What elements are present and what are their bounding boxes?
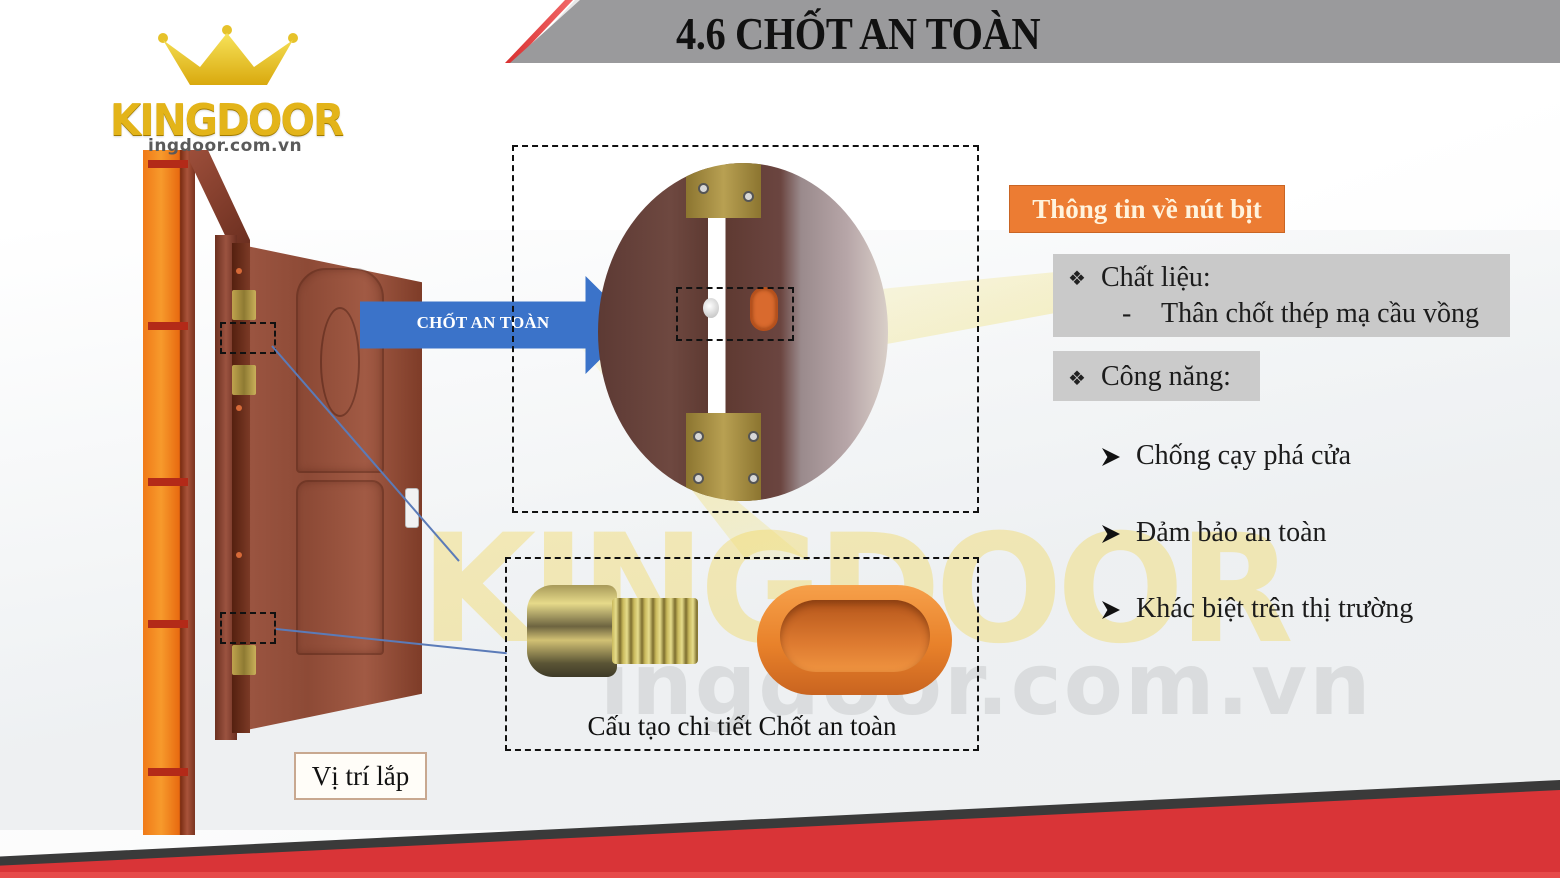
orange-seal-cap-inner [780, 600, 930, 672]
position-label: Vị trí lắp [294, 752, 427, 800]
watermark-url: ingdoor.com.vn [600, 635, 1373, 735]
callout-label: CHỐT AN TOÀN [416, 313, 550, 332]
frame-rib [148, 768, 188, 776]
door-panel-bottom [296, 480, 384, 655]
function-item: Đảm bảo an toàn [1136, 517, 1327, 548]
hinge-icon [232, 645, 256, 675]
zoom-detail-circle [598, 163, 888, 501]
pin-hole [236, 405, 242, 411]
material-section [1053, 254, 1510, 337]
function-item: Chống cạy phá cửa [1136, 440, 1351, 471]
diamond-bullet-icon: ❖ [1068, 266, 1086, 290]
function-label: Công năng: [1101, 361, 1231, 392]
page-title: 4.6 CHỐT AN TOÀN [676, 8, 1041, 59]
door-oval-ornament [320, 307, 360, 417]
safety-pin-bolt-thread [612, 598, 698, 664]
screw-icon [748, 473, 759, 484]
hinge-icon [232, 290, 256, 320]
pin-detail-marker [676, 287, 794, 341]
frame-rib [148, 478, 188, 486]
dash-bullet: - [1122, 298, 1132, 329]
pin-hole [236, 268, 242, 274]
screw-icon [698, 183, 709, 194]
material-label: Chất liệu: [1101, 262, 1211, 293]
logo-brand: KINGDOOR [110, 95, 344, 146]
parts-caption: Cấu tạo chi tiết Chốt an toàn [587, 711, 897, 741]
hinge-icon [686, 413, 761, 501]
frame-rib [148, 620, 188, 628]
function-item: Khác biệt trên thị trường [1136, 593, 1414, 624]
safety-pin-bolt-head [527, 585, 617, 677]
screw-icon [743, 191, 754, 202]
info-heading: Thông tin về nút bịt [1009, 185, 1285, 233]
pin-location-marker-bottom [220, 612, 276, 644]
material-value: Thân chốt thép mạ cầu vồng [1161, 298, 1480, 329]
hinge-icon [232, 365, 256, 395]
screw-icon [693, 473, 704, 484]
door-panel-top [296, 268, 384, 473]
diamond-bullet-icon: ❖ [1068, 366, 1086, 390]
screw-icon [748, 431, 759, 442]
frame-rib [148, 160, 188, 168]
safety-pin [703, 298, 719, 318]
logo-url: ingdoor.com.vn [148, 136, 303, 156]
pin-hole [236, 552, 242, 558]
function-section [1053, 351, 1260, 401]
pin-location-marker-top [220, 322, 276, 354]
title-band [510, 0, 1560, 63]
frame-rib [148, 322, 188, 330]
door-frame-section [143, 150, 195, 835]
screw-icon [693, 431, 704, 442]
parts-detail-frame [505, 557, 979, 751]
crown-icon [158, 25, 298, 85]
zoom-detail-frame [512, 145, 979, 513]
footer-line [0, 872, 1560, 878]
seal-cap [750, 287, 778, 331]
